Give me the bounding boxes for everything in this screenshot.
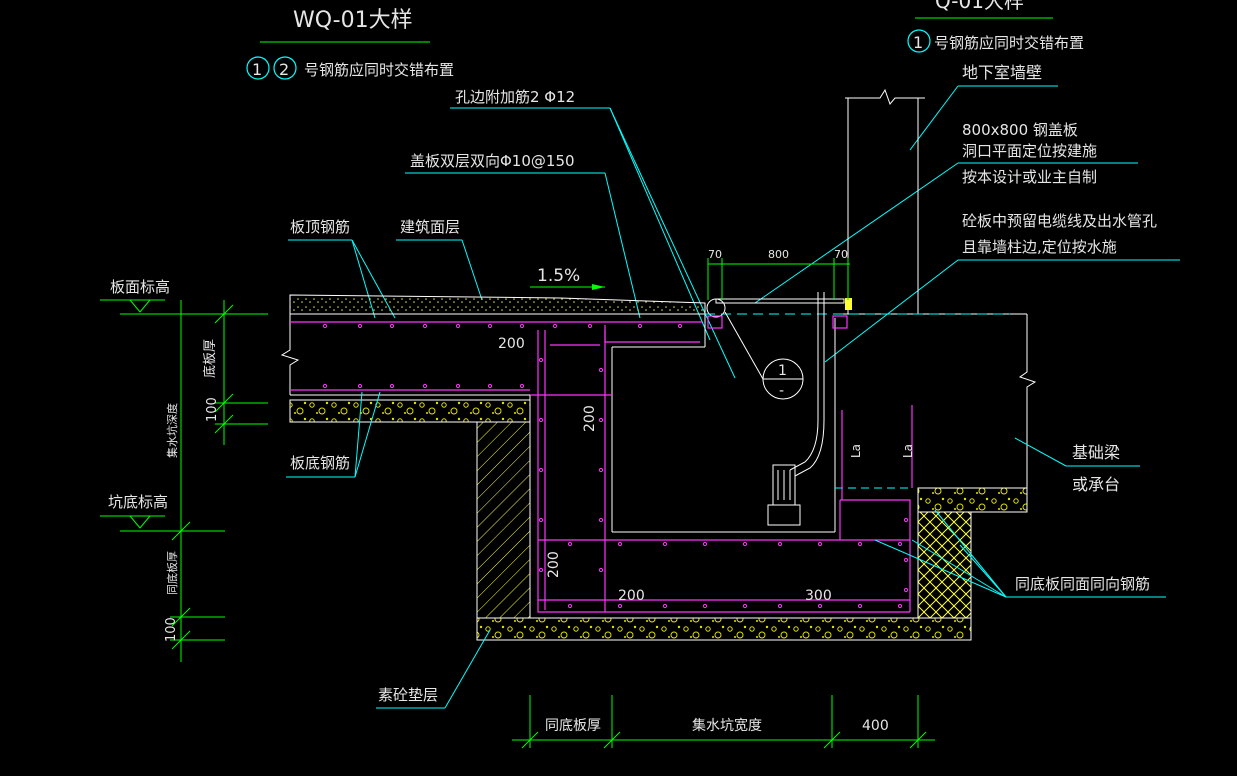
pump-pipe [767, 292, 825, 526]
found-beam-note: 基础梁 或承台 [1014, 437, 1140, 494]
steel-cover-line-1: 800x800 钢盖板 [962, 121, 1078, 139]
slab-bottom-bar-label: 板底钢筋 [290, 454, 350, 472]
bottom-dim-3: 400 [862, 718, 889, 734]
soil-hatch-left [476, 421, 531, 619]
la-1: La [849, 444, 863, 458]
hole-bar-note: 孔边附加筋2 Φ12 [450, 88, 736, 379]
finish-layer-label: 建筑面层 [400, 218, 460, 236]
bottom-dims: 同底板厚 集水坑宽度 400 [512, 695, 935, 749]
finish-layer [289, 294, 706, 315]
structure [280, 88, 1037, 641]
dim-300: 300 [805, 588, 832, 604]
title-left: WQ-01大样 [293, 8, 413, 33]
section-mark: 1 - [724, 311, 804, 400]
bottom-dim-1: 同底板厚 [545, 718, 601, 734]
found-beam-line-1: 基础梁 [1072, 443, 1120, 462]
finish-layer-note: 建筑面层 [396, 218, 483, 301]
cover-bar-label: 盖板双层双向Φ10@150 [410, 152, 575, 170]
found-beam-line-2: 或承台 [1072, 475, 1120, 494]
la-2: La [901, 444, 915, 458]
pit-slab-thk-label: 同底板厚 [165, 551, 179, 595]
cushion-left [289, 399, 531, 423]
slab-hole-line-1: 砼板中预留电缆线及出水管孔 [962, 212, 1157, 230]
bottom-dim-2: 集水坑宽度 [692, 717, 762, 734]
dim-200-bot: 200 [618, 588, 645, 604]
dim-200-side: 200 [582, 405, 598, 432]
slab-elev-label: 板面标高 [110, 278, 170, 296]
cushion-right [917, 487, 1028, 513]
slab-bottom-bar-note: 板底钢筋 [286, 391, 381, 478]
circle-mark-right [907, 29, 931, 53]
same-bar-label: 同底板同面同向钢筋 [1015, 575, 1150, 593]
section-mark-bottom: - [779, 383, 784, 399]
hole-bar-label: 孔边附加筋2 Φ12 [455, 88, 575, 106]
dim-800: 800 [768, 248, 789, 261]
cushion-label: 素砼垫层 [378, 686, 438, 704]
dim-200-top: 200 [498, 336, 525, 352]
title-right: Q-01大样 [935, 0, 1024, 13]
slab-top-bar-label: 板顶钢筋 [290, 218, 350, 236]
dim-200-pit: 200 [546, 551, 562, 578]
rebar [290, 315, 913, 613]
dim-70-b: 70 [834, 248, 848, 261]
section-mark-top: 1 [778, 363, 787, 379]
cover-bar-note: 盖板双层双向Φ10@150 [405, 152, 641, 319]
title-right-group: Q-01大样 1 号钢筋应同时交错布置 地下室墙壁 [907, 0, 1084, 151]
wall-label: 地下室墙壁 [962, 63, 1042, 82]
pit-depth-label: 集水坑深度 [165, 403, 179, 458]
pit-elev-label: 坑底标高 [108, 493, 168, 511]
cushion-note: 素砼垫层 [376, 629, 491, 709]
circle-mark-1 [246, 56, 270, 80]
steel-cover-note: 800x800 钢盖板 洞口平面定位按建施 按本设计或业主自制 [754, 121, 1138, 304]
steel-cover [715, 298, 845, 304]
circle-mark-right-label: 1 [913, 33, 923, 52]
circle-mark-1-label: 1 [252, 60, 262, 79]
note-left: 号钢筋应同时交错布置 [304, 61, 454, 79]
slab-hole-line-2: 且靠墙柱边,定位按水施 [962, 238, 1117, 256]
dim-100-b: 100 [164, 617, 179, 642]
circle-mark-2 [273, 56, 297, 80]
title-left-group: WQ-01大样 1 2 号钢筋应同时交错布置 [246, 8, 454, 80]
slab-thk-label: 底板厚 [202, 339, 218, 378]
cushion-bottom [476, 617, 972, 641]
note-right: 号钢筋应同时交错布置 [934, 34, 1084, 52]
rebar-dots [322, 323, 909, 609]
slope-label: 1.5% [537, 266, 580, 286]
steel-cover-line-3: 按本设计或业主自制 [962, 168, 1097, 186]
soil-hatch-right [917, 511, 972, 619]
inner-dims: 70 800 70 200 200 200 200 300 La La [498, 248, 915, 604]
steel-cover-line-2: 洞口平面定位按建施 [962, 142, 1097, 160]
same-bar-note: 同底板同面同向钢筋 [874, 509, 1166, 598]
dim-70-a: 70 [708, 248, 722, 261]
circle-mark-2-label: 2 [279, 60, 289, 79]
left-dimensions: 板面标高 底板厚 100 集水坑深度 坑底标高 同底板厚 100 [100, 278, 268, 662]
dim-100-a: 100 [205, 397, 220, 422]
slope-mark: 1.5% [530, 266, 605, 290]
slab-hole-note: 砼板中预留电缆线及出水管孔 且靠墙柱边,定位按水施 [824, 212, 1180, 363]
